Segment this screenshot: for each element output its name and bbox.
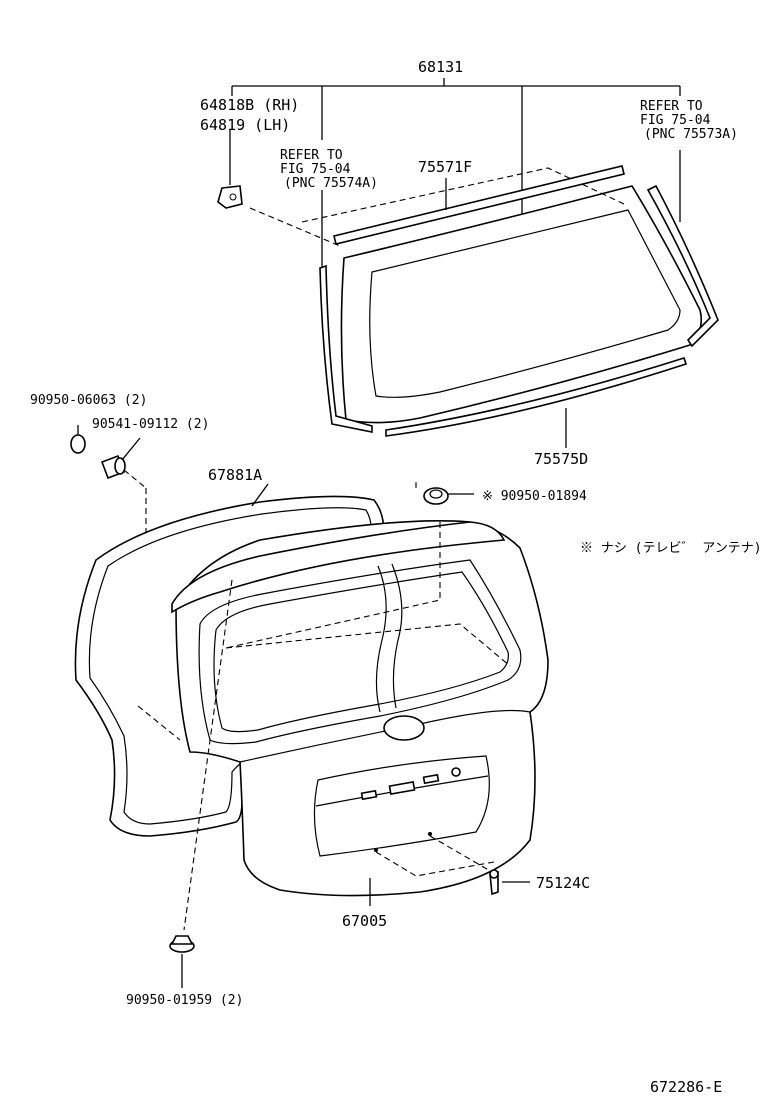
- cushion-part: [100, 437, 147, 702]
- molding-upper: [333, 165, 625, 245]
- label-refer-left-2: FIG 75-04: [280, 162, 351, 177]
- back-window-glass: [249, 167, 703, 490]
- label-note: ※ ナシ (テレビ゛ アンテナ): [580, 541, 760, 556]
- label-75124c: 75124C: [536, 874, 590, 892]
- molding-lower: [385, 356, 688, 448]
- label-antenna-grommet: ※ 90950-01894: [482, 489, 587, 504]
- emblem-part: [489, 869, 530, 896]
- antenna-grommet: [423, 487, 474, 505]
- back-door-panel: [137, 520, 549, 931]
- label-refer-left-1: REFER TO: [280, 148, 343, 163]
- label-75571f: 75571F: [418, 158, 472, 176]
- molding-side-left: [319, 264, 373, 433]
- label-hinge-lh: 64819 (LH): [200, 116, 290, 134]
- label-75575d: 75575D: [534, 450, 588, 468]
- label-bottom-grommet: 90950-01959 (2): [126, 993, 243, 1008]
- assembly-leader: [229, 78, 681, 268]
- label-hinge-rh: 64818B (RH): [200, 96, 299, 114]
- label-68131: 68131: [418, 58, 463, 76]
- label-plug: 90950-06063 (2): [30, 393, 147, 408]
- label-refer-right-3: (PNC 75573A): [644, 127, 738, 142]
- molding-side-right: [646, 184, 719, 348]
- label-refer-right-2: FIG 75-04: [640, 113, 711, 128]
- label-67881a: 67881A: [208, 466, 262, 484]
- label-67005: 67005: [342, 912, 387, 930]
- bottom-grommet: [169, 935, 195, 988]
- label-refer-right-1: REFER TO: [640, 99, 703, 114]
- figure-code: 672286-E: [650, 1078, 722, 1096]
- hinge-clip: [217, 185, 243, 209]
- label-cushion: 90541-09112 (2): [92, 417, 209, 432]
- label-refer-left-3: (PNC 75574A): [284, 176, 378, 191]
- plug-part: [70, 425, 86, 454]
